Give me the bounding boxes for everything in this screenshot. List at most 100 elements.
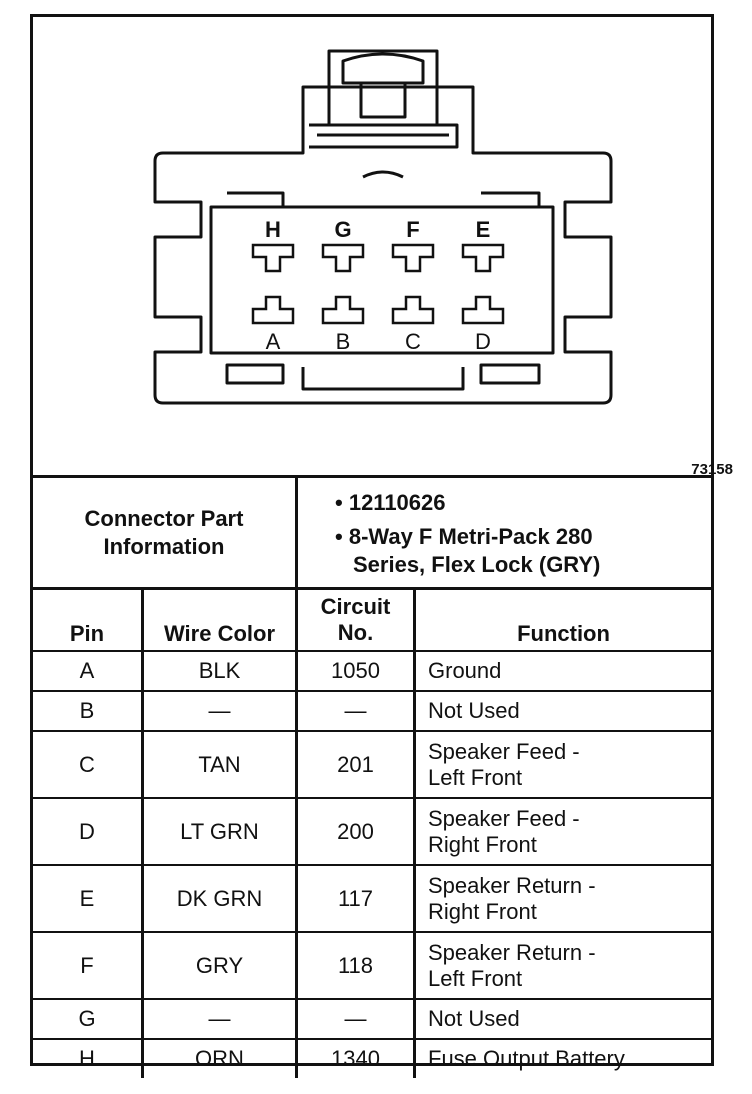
cell-wire-color: BLK xyxy=(198,658,241,683)
function-line1: Speaker Return - xyxy=(428,939,596,965)
function-text: Not Used xyxy=(428,1006,520,1032)
cell-pin: H xyxy=(79,1046,95,1071)
pin-label: E xyxy=(476,217,491,242)
function-text: Speaker Return -Right Front xyxy=(428,873,596,925)
connector-face-diagram: H G F E A B C D xyxy=(153,49,613,405)
figure-id: 73158 xyxy=(691,461,733,478)
function-text: Ground xyxy=(428,658,501,684)
part-info-title-line1: Connector Part xyxy=(84,506,244,531)
part-info-item: • 8-Way F Metri-Pack 280 Series, Flex Lo… xyxy=(335,524,601,577)
cell-circuit: — xyxy=(344,1006,367,1031)
cell-wire-color: — xyxy=(208,1006,231,1031)
cell-pin: E xyxy=(79,885,95,911)
connector-housing xyxy=(153,85,613,405)
part-number: 12110626 xyxy=(348,490,446,515)
cell-circuit: 200 xyxy=(337,818,374,844)
part-description-line1: 8-Way F Metri-Pack 280 xyxy=(348,524,593,549)
cell-wire-color: DK GRN xyxy=(176,885,263,911)
pin-label: F xyxy=(406,217,419,242)
terminal xyxy=(391,243,435,273)
cell-function: Speaker Return -Left Front xyxy=(416,933,711,998)
function-line1: Not Used xyxy=(428,1006,520,1031)
row-divider xyxy=(33,864,711,866)
col-header-wire-color: Wire Color xyxy=(163,621,276,646)
row-divider xyxy=(33,1038,711,1040)
part-info-title: Connector Part Information xyxy=(33,479,295,587)
col-header-circuit-line2: No. xyxy=(337,620,374,645)
function-line2: Right Front xyxy=(428,831,537,857)
cell-function: Not Used xyxy=(416,1000,711,1038)
cell-circuit: — xyxy=(344,698,367,723)
function-line1: Fuse Output Battery xyxy=(428,1046,625,1071)
cell-pin: G xyxy=(78,1006,96,1031)
part-info-item: • 12110626 xyxy=(335,490,446,515)
divider xyxy=(33,587,711,590)
cell-circuit: 117 xyxy=(337,885,374,911)
function-line2: Left Front xyxy=(428,965,523,991)
divider xyxy=(295,475,298,589)
terminal xyxy=(251,295,295,325)
row-divider xyxy=(33,998,711,1000)
row-divider xyxy=(33,797,711,799)
divider xyxy=(33,650,711,652)
pin-label: G xyxy=(334,217,351,242)
pin-label: H xyxy=(265,217,281,242)
cell-circuit: 1050 xyxy=(331,658,380,683)
divider xyxy=(413,587,416,1078)
cell-pin: F xyxy=(80,952,94,978)
function-line1: Not Used xyxy=(428,698,520,723)
divider xyxy=(295,587,298,1078)
function-text: Speaker Feed -Right Front xyxy=(428,806,580,858)
col-header-pin: Pin xyxy=(69,621,105,646)
pin-label: C xyxy=(405,329,421,354)
pin-label: A xyxy=(266,329,281,354)
cell-function: Speaker Feed -Right Front xyxy=(416,799,711,864)
function-line2: Right Front xyxy=(428,898,537,924)
terminal xyxy=(321,295,365,325)
cell-pin: C xyxy=(79,751,95,777)
part-info-list: • 12110626 • 8-Way F Metri-Pack 280 Seri… xyxy=(299,479,709,587)
row-divider xyxy=(33,931,711,933)
function-line1: Ground xyxy=(428,658,502,683)
cell-function: Not Used xyxy=(416,692,711,730)
cell-wire-color: ORN xyxy=(195,1046,244,1071)
function-text: Speaker Return -Left Front xyxy=(428,940,596,992)
cell-pin: B xyxy=(79,698,95,723)
function-text: Not Used xyxy=(428,698,520,724)
row-divider xyxy=(33,730,711,732)
cell-circuit: 118 xyxy=(337,952,374,978)
pin-cavity xyxy=(209,205,555,355)
cell-wire-color: GRY xyxy=(195,952,244,978)
divider xyxy=(33,475,711,478)
function-line1: Speaker Feed - xyxy=(428,805,580,831)
function-text: Speaker Feed -Left Front xyxy=(428,739,580,791)
function-line2: Left Front xyxy=(428,764,523,790)
terminal xyxy=(251,243,295,273)
cell-pin: A xyxy=(79,658,95,683)
cell-wire-color: — xyxy=(208,698,231,723)
terminal xyxy=(391,295,435,325)
divider xyxy=(141,587,144,1078)
pin-label: D xyxy=(475,329,491,354)
part-info-title-line2: Information xyxy=(103,534,225,559)
row-divider xyxy=(33,690,711,692)
part-description-line2: Series, Flex Lock (GRY) xyxy=(353,552,601,577)
function-line1: Speaker Feed - xyxy=(428,738,580,764)
cell-circuit: 1340 xyxy=(331,1046,380,1071)
pin-label: B xyxy=(336,329,351,354)
cell-circuit: 201 xyxy=(337,751,374,777)
terminal xyxy=(321,243,365,273)
function-line1: Speaker Return - xyxy=(428,872,596,898)
col-header-function: Function xyxy=(517,621,610,646)
cell-function: Fuse Output Battery xyxy=(416,1040,711,1078)
function-text: Fuse Output Battery xyxy=(428,1046,625,1072)
cell-pin: D xyxy=(79,818,95,844)
cell-wire-color: LT GRN xyxy=(180,818,259,844)
cell-function: Ground xyxy=(416,652,711,690)
cell-wire-color: TAN xyxy=(198,751,241,777)
cell-function: Speaker Return -Right Front xyxy=(416,866,711,931)
col-header-circuit-line1: Circuit xyxy=(320,594,391,619)
terminal xyxy=(461,295,505,325)
